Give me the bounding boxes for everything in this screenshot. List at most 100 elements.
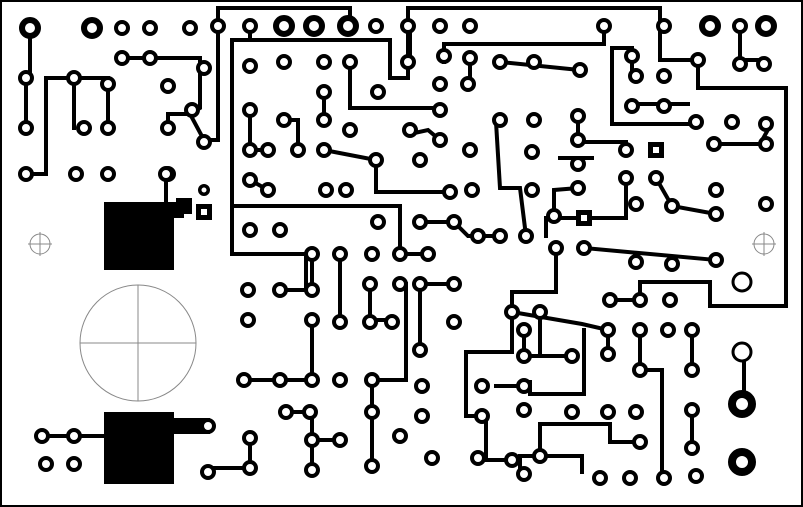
speaker-target-mark xyxy=(79,284,197,402)
solder-pad xyxy=(342,54,358,70)
solder-pad xyxy=(546,208,562,224)
solder-pad xyxy=(518,228,534,244)
solder-pad xyxy=(648,170,664,186)
solder-pad xyxy=(276,112,292,128)
trace xyxy=(552,185,581,218)
solder-pad xyxy=(632,434,648,450)
solder-pad xyxy=(364,404,380,420)
solder-pad xyxy=(628,68,644,84)
solder-pad xyxy=(690,52,706,68)
square-pad-hole xyxy=(201,209,207,215)
solder-pad xyxy=(342,122,358,138)
solder-pad xyxy=(684,322,700,338)
solder-pad xyxy=(564,404,580,420)
solder-pad xyxy=(182,20,198,36)
solder-pad xyxy=(474,408,490,424)
trace xyxy=(581,245,719,263)
trace xyxy=(518,454,584,476)
solder-pad xyxy=(618,170,634,186)
solder-pad xyxy=(662,292,678,308)
solder-pad xyxy=(684,362,700,378)
solder-pad xyxy=(492,228,508,244)
solder-pad xyxy=(656,68,672,84)
solder-pad xyxy=(184,102,200,118)
solder-pad xyxy=(242,18,258,34)
solder-pad xyxy=(18,166,34,182)
solder-pad xyxy=(442,184,458,200)
solder-pad xyxy=(492,112,508,128)
solder-pad xyxy=(66,456,82,472)
solder-pad xyxy=(688,468,704,484)
solder-pad xyxy=(632,362,648,378)
solder-pad xyxy=(526,112,542,128)
solder-pad xyxy=(504,452,520,468)
solder-pad xyxy=(114,20,130,36)
solder-pad xyxy=(412,342,428,358)
solder-pad xyxy=(492,54,508,70)
solder-pad xyxy=(196,60,212,76)
solder-pad xyxy=(368,18,384,34)
solder-pad xyxy=(708,252,724,268)
solder-pad xyxy=(142,50,158,66)
solder-pad xyxy=(304,462,320,478)
solder-pad xyxy=(600,322,616,338)
solder-pad xyxy=(596,18,612,34)
solder-pad xyxy=(364,246,380,262)
solder-pad xyxy=(316,112,332,128)
solder-pad xyxy=(18,70,34,86)
solder-pad xyxy=(570,180,586,196)
solder-pad xyxy=(400,18,416,34)
solder-pad xyxy=(628,196,644,212)
solder-pad xyxy=(196,134,212,150)
solder-pad xyxy=(200,418,216,434)
solder-pad xyxy=(516,378,532,394)
solder-pad xyxy=(432,132,448,148)
solder-pad xyxy=(68,166,84,182)
solder-pad xyxy=(364,458,380,474)
solder-pad xyxy=(724,114,740,130)
solder-pad xyxy=(332,246,348,262)
solder-pad xyxy=(592,470,608,486)
solder-pad xyxy=(446,276,462,292)
regulator-block-bottom xyxy=(104,412,174,484)
solder-pad xyxy=(576,240,592,256)
solder-pads xyxy=(18,15,777,486)
solder-pad xyxy=(304,432,320,448)
solder-pad xyxy=(600,404,616,420)
solder-pad xyxy=(756,56,772,72)
solder-pad xyxy=(656,470,672,486)
solder-pad xyxy=(632,292,648,308)
solder-pad xyxy=(424,450,440,466)
solder-pad xyxy=(758,136,774,152)
solder-pad xyxy=(290,142,306,158)
solder-pad xyxy=(236,372,252,388)
solder-pad xyxy=(370,214,386,230)
solder-pad xyxy=(436,48,452,64)
solder-pad xyxy=(276,54,292,70)
solder-pad xyxy=(66,70,82,86)
solder-pad xyxy=(474,378,490,394)
square-pad xyxy=(176,198,192,214)
mounting-hole-left-mark xyxy=(28,232,52,256)
solder-pad xyxy=(516,402,532,418)
solder-pad xyxy=(100,120,116,136)
solder-pad xyxy=(622,470,638,486)
solder-pad xyxy=(688,114,704,130)
solder-pad xyxy=(400,54,416,70)
solder-pad xyxy=(337,15,359,37)
solder-pad xyxy=(470,228,486,244)
solder-pad xyxy=(304,282,320,298)
solder-pad xyxy=(414,408,430,424)
terminal-ring xyxy=(731,271,753,293)
solder-pad xyxy=(160,120,176,136)
solder-pad xyxy=(272,282,288,298)
solder-pad xyxy=(446,314,462,330)
solder-pad xyxy=(242,142,258,158)
solder-pad xyxy=(210,18,226,34)
solder-pad xyxy=(532,448,548,464)
solder-pad xyxy=(570,132,586,148)
solder-pad xyxy=(318,182,334,198)
terminal-pad xyxy=(728,448,756,476)
solder-pad xyxy=(242,58,258,74)
